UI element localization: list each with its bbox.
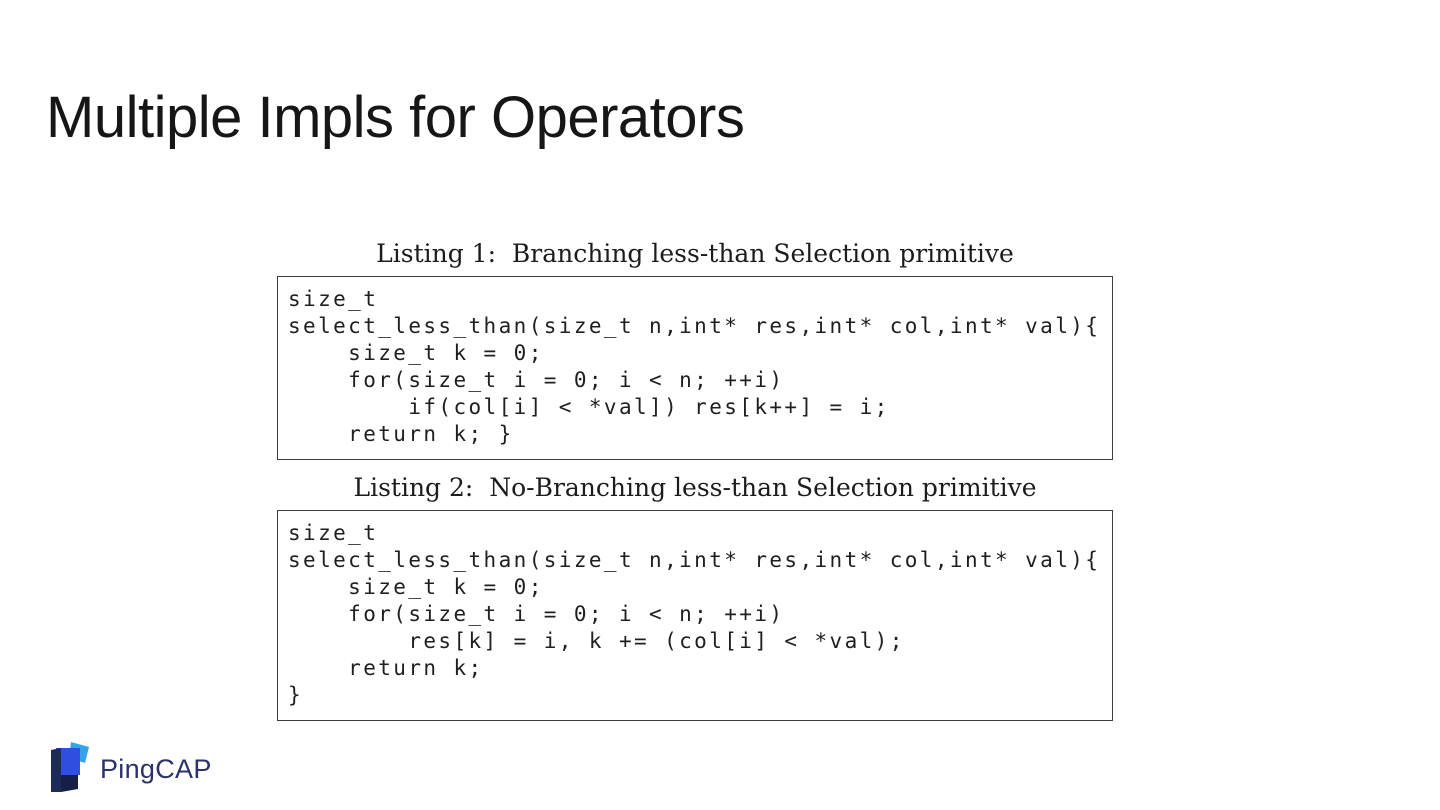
- listing-1-caption: Listing 1: Branching less-than Selection…: [376, 239, 1014, 268]
- pingcap-logo-text: PingCAP: [100, 753, 212, 784]
- listing-1-code-box: size_t select_less_than(size_t n,int* re…: [277, 276, 1113, 460]
- listing-2-code: size_t select_less_than(size_t n,int* re…: [288, 521, 1101, 707]
- pingcap-logo-icon: [51, 742, 89, 792]
- listing-2-caption: Listing 2: No-Branching less-than Select…: [353, 473, 1037, 502]
- listing-1-code: size_t select_less_than(size_t n,int* re…: [288, 287, 1101, 446]
- listing-2-code-box: size_t select_less_than(size_t n,int* re…: [277, 510, 1113, 721]
- pingcap-logo: PingCAP: [48, 740, 212, 798]
- page-title: Multiple Impls for Operators: [46, 85, 745, 150]
